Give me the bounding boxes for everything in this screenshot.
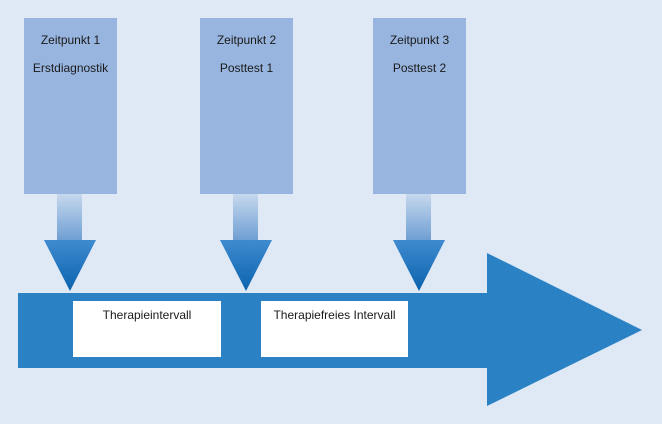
down-arrow-1 [44,194,96,291]
timepoint-subtitle-1: Erstdiagnostik [32,61,109,75]
interval-label-therapy: Therapieintervall [73,301,221,357]
interval-label-therapy-free: Therapiefreies Intervall [261,301,408,357]
timepoint-box-1: Zeitpunkt 1 Erstdiagnostik [24,18,117,194]
timepoint-box-2: Zeitpunkt 2 Posttest 1 [200,18,293,194]
timepoint-title-2: Zeitpunkt 2 [216,33,277,47]
timepoint-box-3: Zeitpunkt 3 Posttest 2 [373,18,466,194]
timepoint-subtitle-3: Posttest 2 [392,61,447,75]
down-arrow-2 [220,194,272,291]
timepoint-title-3: Zeitpunkt 3 [389,33,450,47]
down-arrow-3 [393,194,445,291]
timepoint-subtitle-2: Posttest 1 [219,61,274,75]
timepoint-title-1: Zeitpunkt 1 [40,33,101,47]
